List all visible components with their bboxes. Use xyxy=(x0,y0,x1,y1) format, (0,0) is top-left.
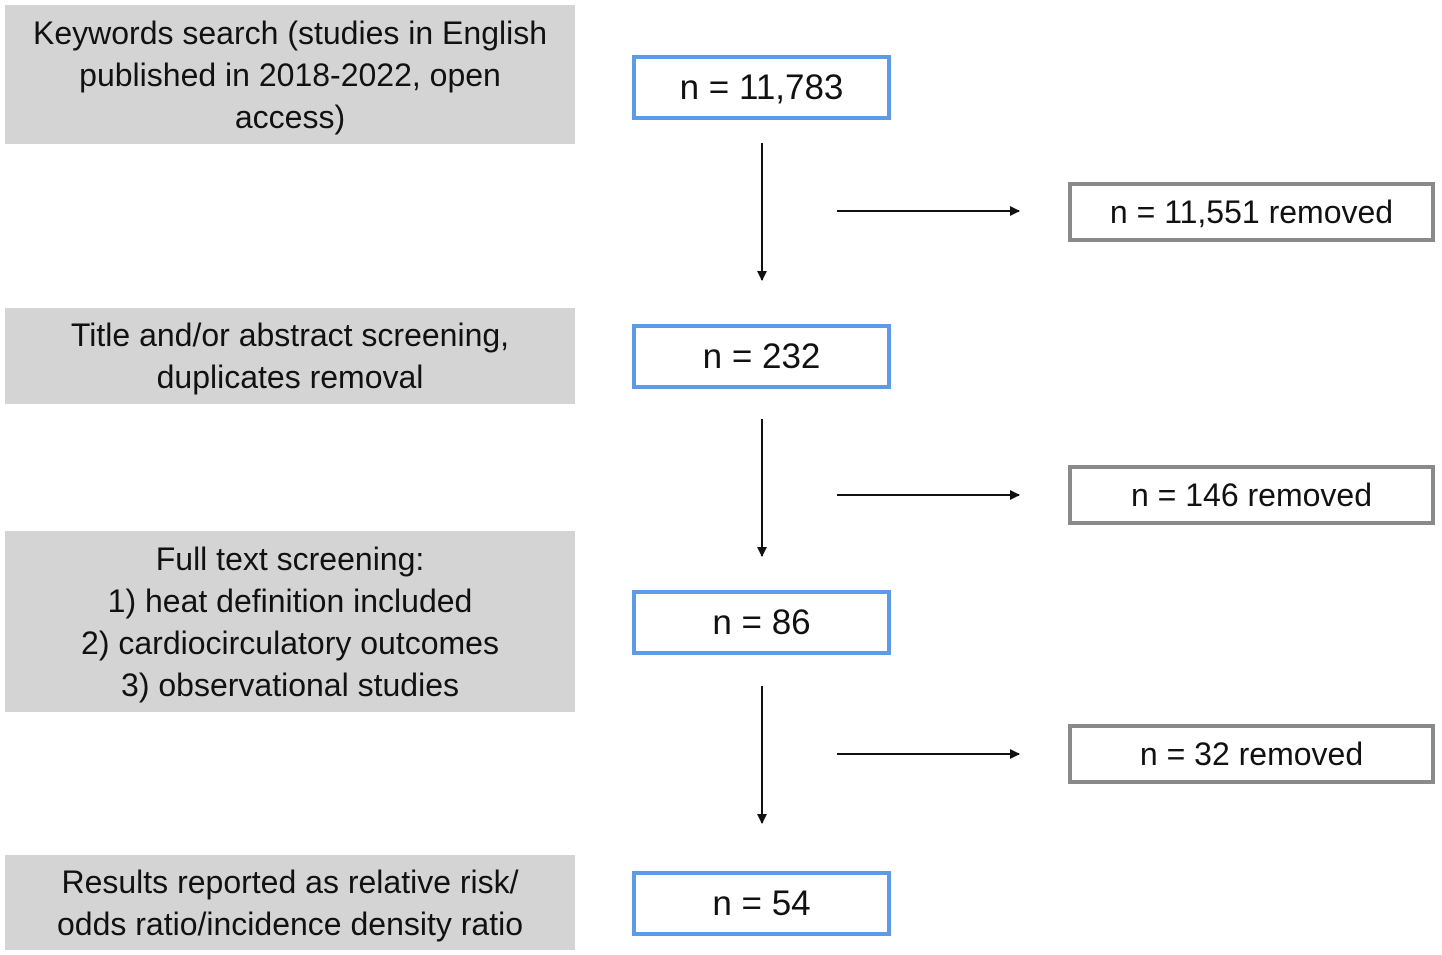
stage-text-line: published in 2018-2022, open xyxy=(79,56,501,93)
count-box-title-abstract: n = 232 xyxy=(632,324,891,389)
stage-box-full-text-screening: Full text screening: 1) heat definition … xyxy=(5,531,575,712)
stage-text-line: Results reported as relative risk/ xyxy=(61,863,519,900)
stage-box-keywords-search: Keywords search (studies in English publ… xyxy=(5,5,575,144)
stage-box-results-reported: Results reported as relative risk/ odds … xyxy=(5,855,575,950)
count-box-keywords-search: n = 11,783 xyxy=(632,55,891,120)
stage-text-line: duplicates removal xyxy=(156,359,424,395)
stage-text-line: Full text screening: xyxy=(155,540,425,577)
removed-box-stage-2: n = 146 removed xyxy=(1068,465,1435,525)
count-box-results: n = 54 xyxy=(632,871,891,936)
stage-text-line: Title and/or abstract screening, xyxy=(70,317,510,353)
count-box-full-text: n = 86 xyxy=(632,590,891,655)
stage-text-line: access) xyxy=(234,98,346,135)
removed-box-stage-1: n = 11,551 removed xyxy=(1068,182,1435,242)
stage-text-line: Keywords search (studies in English xyxy=(32,14,547,51)
stage-text-line: 1) heat definition included xyxy=(107,582,473,619)
stage-text-line: 3) observational studies xyxy=(121,666,459,703)
stage-box-title-abstract-screening: Title and/or abstract screening, duplica… xyxy=(5,308,575,404)
stage-text-line: 2) cardiocirculatory outcomes xyxy=(81,624,499,661)
stage-text-line: odds ratio/incidence density ratio xyxy=(56,905,524,942)
removed-box-stage-3: n = 32 removed xyxy=(1068,724,1435,784)
